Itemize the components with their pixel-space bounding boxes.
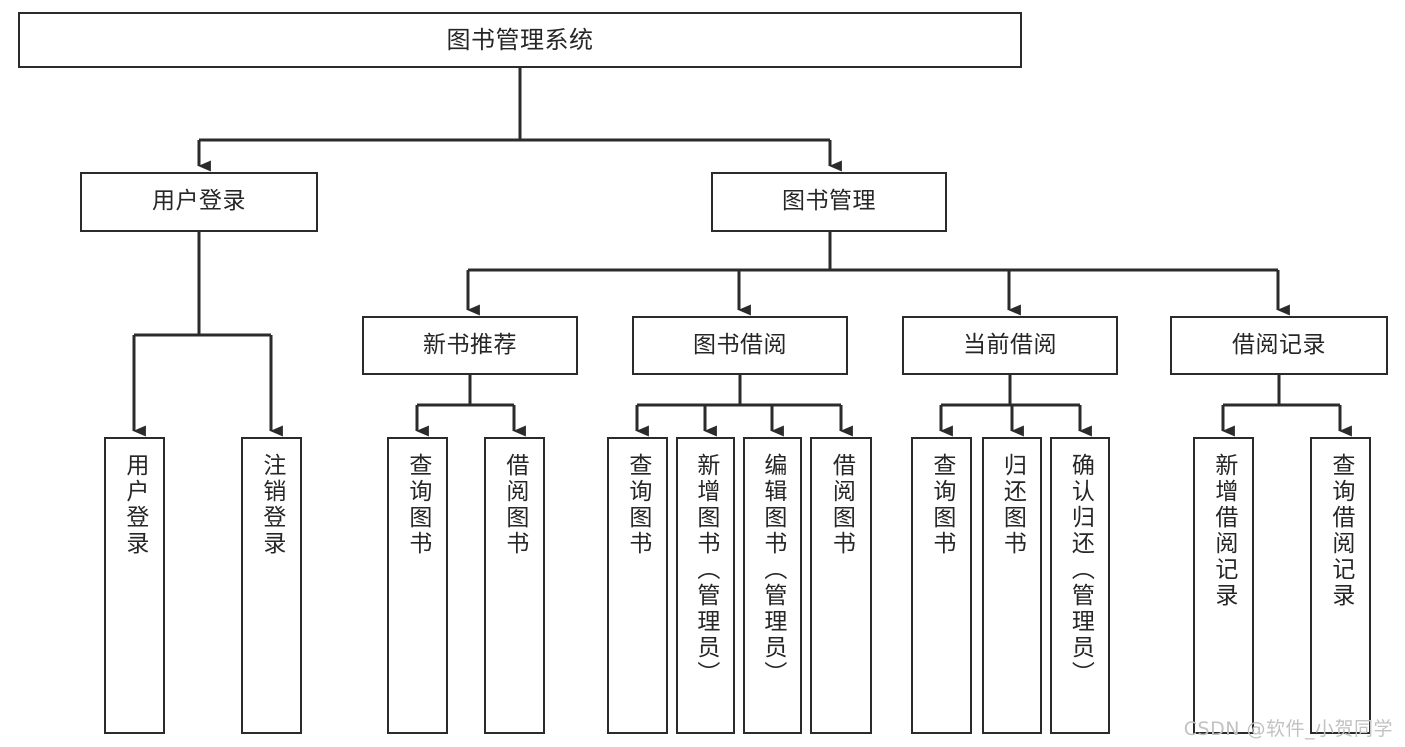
node-leaf-query-book-cur-label: 查询图书	[928, 453, 955, 557]
node-book-borrow-label: 图书借阅	[693, 331, 787, 358]
node-leaf-add-book-admin[interactable]: 新增图书（管理员）	[676, 437, 735, 734]
node-leaf-user-login[interactable]: 用户登录	[104, 437, 165, 734]
node-leaf-user-logout[interactable]: 注销登录	[241, 437, 302, 734]
watermark: CSDN @软件_小贺同学	[1183, 718, 1393, 740]
node-leaf-confirm-return-admin[interactable]: 确认归还（管理员）	[1050, 437, 1110, 734]
node-leaf-user-login-label: 用户登录	[121, 453, 148, 557]
node-user-login[interactable]: 用户登录	[80, 172, 318, 232]
node-leaf-add-borrow-record[interactable]: 新增借阅记录	[1193, 437, 1254, 734]
node-root[interactable]: 图书管理系统	[18, 12, 1022, 68]
node-new-book-recommend-label: 新书推荐	[423, 331, 517, 358]
node-current-borrow[interactable]: 当前借阅	[902, 316, 1118, 375]
node-book-borrow[interactable]: 图书借阅	[632, 316, 848, 375]
node-leaf-query-book-label: 查询图书	[624, 453, 651, 557]
node-leaf-query-book-rec-label: 查询图书	[404, 453, 431, 557]
node-leaf-user-logout-label: 注销登录	[258, 453, 285, 557]
node-leaf-borrow-book-label: 借阅图书	[828, 453, 855, 557]
node-current-borrow-label: 当前借阅	[963, 331, 1057, 358]
node-leaf-query-book-rec[interactable]: 查询图书	[387, 437, 448, 734]
node-book-manage-label: 图书管理	[782, 188, 876, 215]
node-leaf-query-borrow-record-label: 查询借阅记录	[1327, 453, 1354, 609]
node-borrow-record[interactable]: 借阅记录	[1170, 316, 1388, 375]
node-book-manage[interactable]: 图书管理	[711, 172, 947, 232]
node-leaf-query-borrow-record[interactable]: 查询借阅记录	[1310, 437, 1371, 734]
node-leaf-borrow-book-rec[interactable]: 借阅图书	[484, 437, 545, 734]
node-borrow-record-label: 借阅记录	[1232, 331, 1326, 358]
node-leaf-edit-book-admin[interactable]: 编辑图书（管理员）	[743, 437, 802, 734]
node-leaf-borrow-book-rec-label: 借阅图书	[501, 453, 528, 557]
node-leaf-add-book-admin-label: 新增图书（管理员）	[692, 453, 719, 687]
node-new-book-recommend[interactable]: 新书推荐	[362, 316, 578, 375]
node-leaf-query-book[interactable]: 查询图书	[607, 437, 668, 734]
node-leaf-add-borrow-record-label: 新增借阅记录	[1210, 453, 1237, 609]
node-leaf-edit-book-admin-label: 编辑图书（管理员）	[759, 453, 786, 687]
node-leaf-return-book[interactable]: 归还图书	[982, 437, 1042, 734]
node-leaf-confirm-return-admin-label: 确认归还（管理员）	[1067, 453, 1094, 687]
node-leaf-return-book-label: 归还图书	[999, 453, 1026, 557]
node-leaf-query-book-cur[interactable]: 查询图书	[911, 437, 972, 734]
node-leaf-borrow-book[interactable]: 借阅图书	[810, 437, 872, 734]
node-user-login-label: 用户登录	[152, 188, 246, 215]
node-root-label: 图书管理系统	[446, 25, 594, 54]
